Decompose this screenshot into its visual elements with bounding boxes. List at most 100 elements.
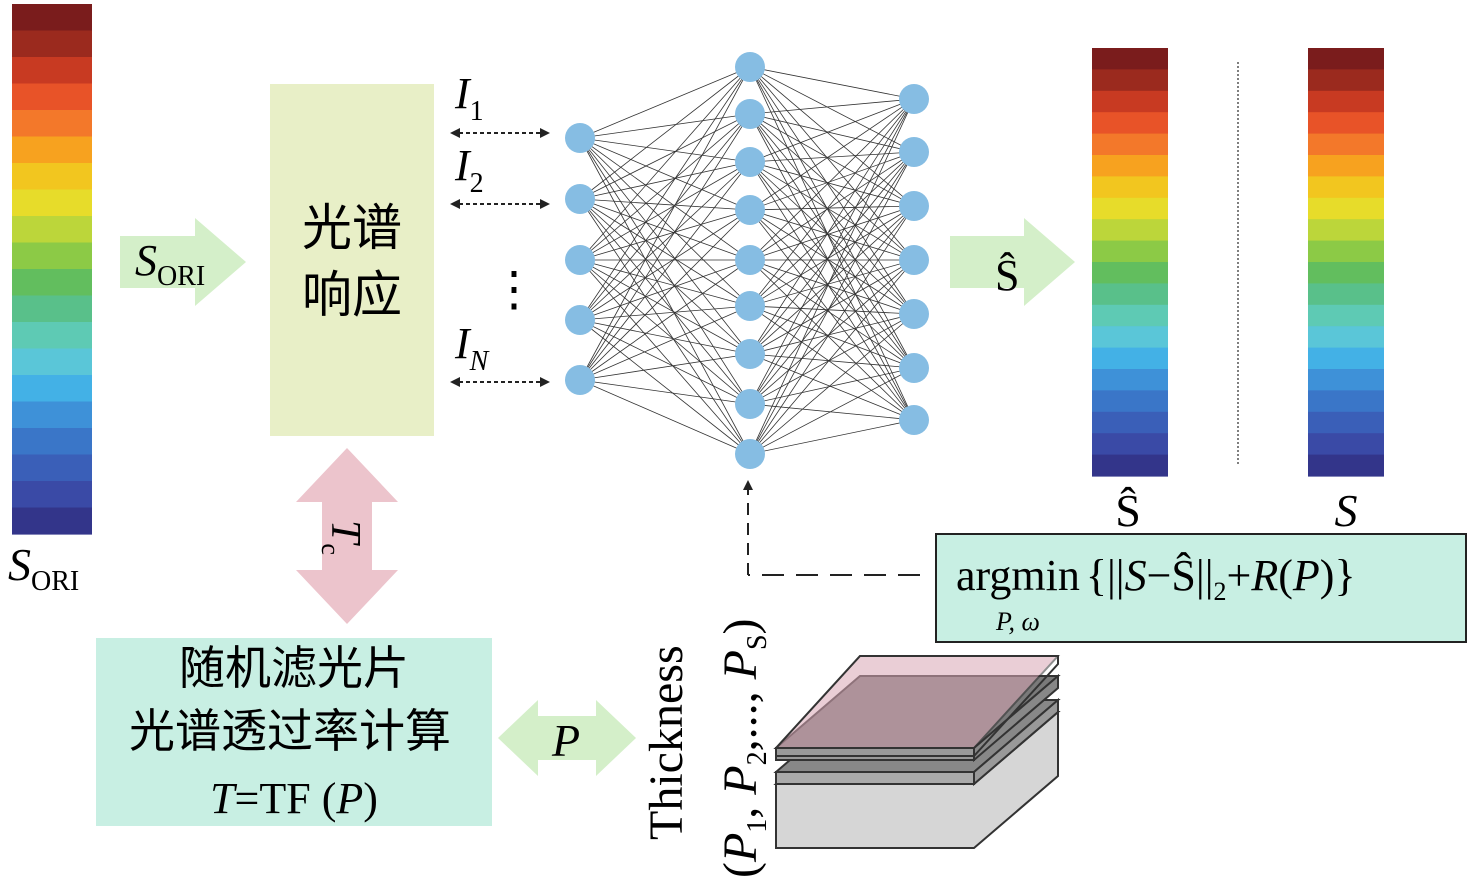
network-edge xyxy=(749,161,915,369)
network-edge xyxy=(579,137,751,261)
network-edge xyxy=(579,137,751,355)
ground-truth-spectrum-band xyxy=(1308,390,1384,413)
network-edge xyxy=(749,66,915,100)
input-spectrum-band xyxy=(12,136,92,164)
input-spectrum-label: SORI xyxy=(8,539,79,597)
ground-truth-spectrum-band xyxy=(1308,262,1384,284)
ground-truth-spectrum-band xyxy=(1308,433,1384,456)
network-edge xyxy=(749,367,915,455)
network-edge xyxy=(749,259,915,421)
p-double-arrow xyxy=(498,700,636,776)
network-edge xyxy=(579,137,751,163)
network-node-layer-1 xyxy=(565,184,595,214)
network-edge xyxy=(749,151,915,307)
tc-label: Tc xyxy=(316,520,368,555)
input-spectrum-band xyxy=(12,163,92,191)
reconstructed-spectrum-band xyxy=(1092,155,1168,177)
network-node-layer-2 xyxy=(735,439,765,469)
input-spectrum-band xyxy=(12,83,92,111)
network-edge xyxy=(579,198,751,307)
network-edge xyxy=(579,161,751,381)
network-node-layer-2 xyxy=(735,291,765,321)
network-edge xyxy=(579,137,751,455)
ground-truth-spectrum-band xyxy=(1308,304,1384,327)
network-edge xyxy=(749,161,915,421)
network-edge xyxy=(579,259,751,381)
network-edge xyxy=(749,353,915,369)
network-edge xyxy=(579,113,751,321)
network-node-layer-3 xyxy=(899,84,929,114)
network-edge xyxy=(749,151,915,211)
ground-truth-spectrum-band xyxy=(1308,133,1384,156)
network-node-layer-1 xyxy=(565,245,595,275)
network-node-layer-3 xyxy=(899,299,929,329)
ground-truth-spectrum-label: S xyxy=(1335,485,1358,536)
network-node-layer-3 xyxy=(899,353,929,383)
ground-truth-spectrum-band xyxy=(1308,155,1384,177)
network-edge xyxy=(579,161,751,321)
reconstructed-spectrum-bar xyxy=(1092,48,1168,477)
network-edge xyxy=(749,305,915,369)
network-edge xyxy=(579,161,751,200)
reconstructed-spectrum-band xyxy=(1092,304,1168,327)
network-edge xyxy=(579,113,751,200)
network-edge xyxy=(749,353,915,421)
ground-truth-spectrum-band xyxy=(1308,176,1384,199)
network-edge xyxy=(749,113,915,421)
objective-formula: argmin{||S−Ŝ||2+R(P)} xyxy=(956,551,1356,606)
network-edge xyxy=(749,98,915,405)
reconstructed-spectrum-band xyxy=(1092,48,1168,70)
network-edge xyxy=(579,305,751,381)
input-spectrum-band xyxy=(12,481,92,509)
network-edge xyxy=(749,205,915,211)
reconstructed-spectrum-band xyxy=(1092,90,1168,113)
network-edge xyxy=(579,319,751,455)
network-edge xyxy=(579,209,751,381)
network-edge xyxy=(749,209,915,261)
network-edge xyxy=(749,259,915,369)
network-edge xyxy=(749,259,915,315)
network-edge xyxy=(749,209,915,369)
reconstructed-spectrum-band xyxy=(1092,69,1168,92)
ground-truth-spectrum-band xyxy=(1308,454,1384,477)
network-edge xyxy=(749,98,915,211)
network-edge xyxy=(749,66,915,369)
network-edge xyxy=(749,205,915,355)
network-edge xyxy=(749,161,915,315)
network-edge xyxy=(579,66,751,200)
network-edge xyxy=(749,66,915,207)
ground-truth-spectrum-band xyxy=(1308,112,1384,135)
input-spectrum-band xyxy=(12,57,92,85)
reconstructed-spectrum-band xyxy=(1092,347,1168,370)
input-spectrum-band xyxy=(12,269,92,297)
network-edge xyxy=(749,313,915,355)
network-node-layer-1 xyxy=(565,365,595,395)
network-edge xyxy=(749,313,915,455)
network-edge xyxy=(579,319,751,355)
network-nodes xyxy=(565,52,929,469)
intensity-label-n: IN xyxy=(454,319,490,377)
reconstructed-spectrum-band xyxy=(1092,390,1168,413)
thickness-label: Thickness xyxy=(640,645,693,840)
network-edge xyxy=(579,379,751,405)
network-node-layer-3 xyxy=(899,405,929,435)
network-edge xyxy=(579,113,751,139)
ground-truth-spectrum-band xyxy=(1308,326,1384,349)
network-edge xyxy=(749,113,915,369)
spectral-response-line1: 光谱 xyxy=(302,199,402,257)
ground-truth-spectrum-band xyxy=(1308,69,1384,92)
input-spectrum-band xyxy=(12,348,92,376)
filter-box-line2: 光谱透过率计算 xyxy=(129,704,451,758)
network-edge xyxy=(749,66,915,153)
network-edge xyxy=(749,403,915,421)
ground-truth-spectrum-band xyxy=(1308,347,1384,370)
reconstructed-spectrum-band xyxy=(1092,262,1168,284)
ground-truth-spectrum-band xyxy=(1308,369,1384,391)
network-edge xyxy=(579,259,751,307)
input-spectrum-band xyxy=(12,454,92,482)
network-edge xyxy=(749,161,915,261)
objective-box xyxy=(935,533,1467,643)
network-edge xyxy=(749,98,915,307)
network-edge xyxy=(749,113,915,207)
